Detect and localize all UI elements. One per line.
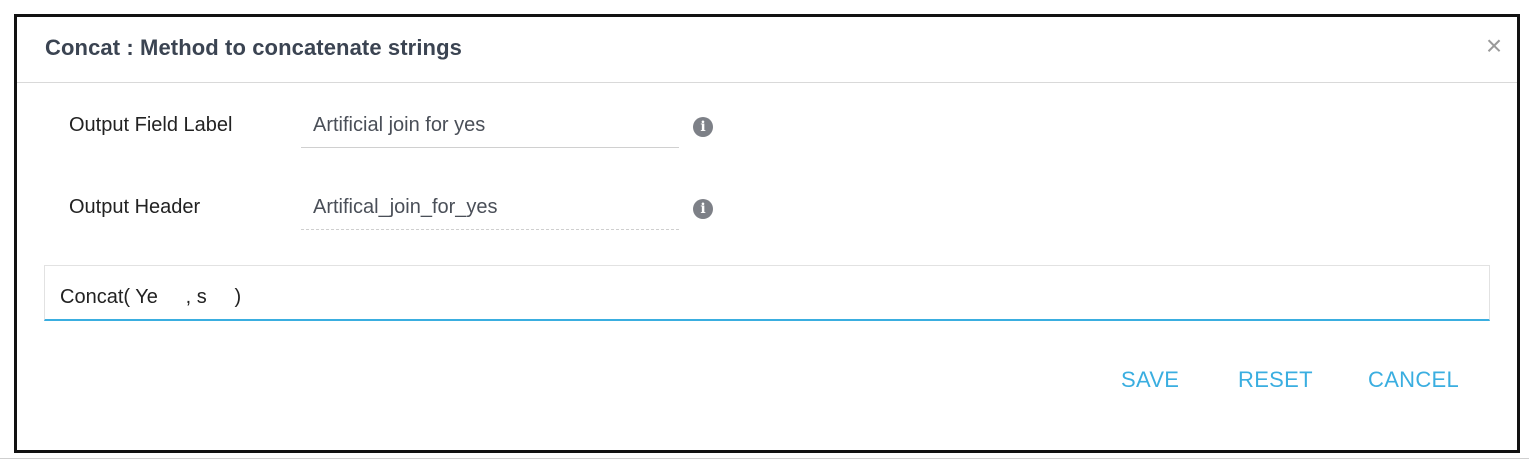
- concat-dialog: Concat : Method to concatenate strings ×…: [14, 14, 1520, 453]
- dialog-header: Concat : Method to concatenate strings ×: [17, 17, 1517, 83]
- reset-button[interactable]: RESET: [1238, 367, 1313, 392]
- close-icon[interactable]: ×: [1485, 30, 1503, 61]
- expression-text: Concat( Ye , s ): [60, 286, 242, 308]
- expression-editor[interactable]: Concat( Ye , s ): [44, 265, 1490, 321]
- page-bottom-divider: [0, 458, 1529, 459]
- output-field-label-input[interactable]: [301, 104, 679, 148]
- output-field-label-label: Output Field Label: [69, 114, 233, 136]
- output-header-label: Output Header: [69, 196, 201, 218]
- info-icon[interactable]: i: [693, 199, 713, 219]
- dialog-title: Concat : Method to concatenate strings: [45, 35, 462, 60]
- save-button[interactable]: SAVE: [1121, 367, 1180, 392]
- cancel-button[interactable]: CANCEL: [1368, 367, 1460, 392]
- output-header-input[interactable]: [301, 186, 679, 230]
- info-icon[interactable]: i: [693, 117, 713, 137]
